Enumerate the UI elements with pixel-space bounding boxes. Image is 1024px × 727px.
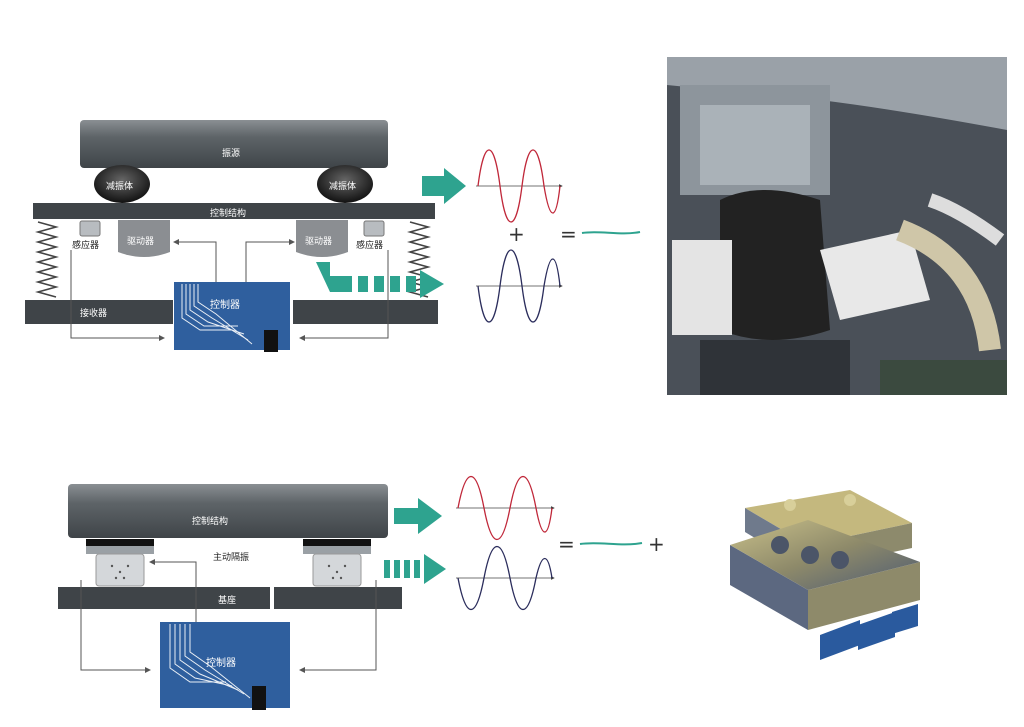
sensor-right-label: 感应器 — [356, 241, 384, 251]
control-structure-label: 控制结构 — [210, 209, 247, 219]
actuator-left-label: 驱动器 — [127, 237, 155, 247]
arrow-teal-dashed-top — [316, 262, 444, 298]
controller-box-bottom — [160, 622, 290, 708]
receiver-base-right — [293, 300, 438, 324]
control-structure-plate — [33, 203, 435, 219]
controller-label-bottom: 控制器 — [206, 658, 236, 669]
active-isolation-label: 主动隔振 — [213, 553, 250, 563]
plus-sign-top: + — [508, 222, 525, 246]
receiver-label: 接收器 — [80, 309, 108, 319]
equals-sign-top: = — [560, 222, 577, 246]
isolator-right — [312, 553, 362, 587]
sensor-left-body — [79, 220, 101, 237]
source-label: 振源 — [222, 149, 241, 159]
spring-right — [407, 221, 431, 298]
damper-left-label: 减振体 — [106, 182, 134, 192]
isolator-left — [95, 553, 145, 587]
arrow-teal-bottom-1 — [394, 498, 442, 534]
arrow-teal-dashed-bottom — [384, 554, 446, 584]
equals-sign-bottom: = — [558, 532, 575, 556]
flat-wave-top — [581, 231, 641, 235]
wave-red-bottom — [456, 475, 555, 541]
wave-red-top — [476, 149, 563, 223]
actuator-right-body — [296, 220, 348, 257]
damper-right — [317, 165, 373, 203]
arrow-teal-top-1 — [422, 168, 466, 204]
controller-chip — [264, 330, 278, 352]
sensor-right-body — [363, 220, 385, 237]
control-structure-label-bottom: 控制结构 — [192, 517, 229, 527]
flat-wave-bottom — [579, 542, 643, 546]
base-right — [274, 587, 402, 609]
controller-chip-bottom — [252, 686, 266, 710]
wave-navy-bottom — [456, 545, 555, 611]
actuator-left-body — [118, 220, 170, 257]
control-structure-beam — [68, 484, 388, 538]
source-beam — [80, 120, 388, 168]
isolator-device-image — [730, 490, 920, 660]
plus-sign-bottom: + — [648, 532, 665, 556]
spring-left — [35, 221, 59, 298]
receiver-base-left — [25, 300, 173, 324]
damper-left — [94, 165, 150, 203]
base-left — [58, 587, 270, 609]
actuator-right-label: 驱动器 — [305, 237, 333, 247]
controller-label: 控制器 — [210, 300, 240, 311]
wave-navy-top — [476, 249, 563, 323]
damper-right-label: 减振体 — [329, 182, 357, 192]
machine-photo — [667, 57, 1007, 395]
base-label: 基座 — [218, 596, 237, 606]
sensor-left-label: 感应器 — [72, 241, 100, 251]
